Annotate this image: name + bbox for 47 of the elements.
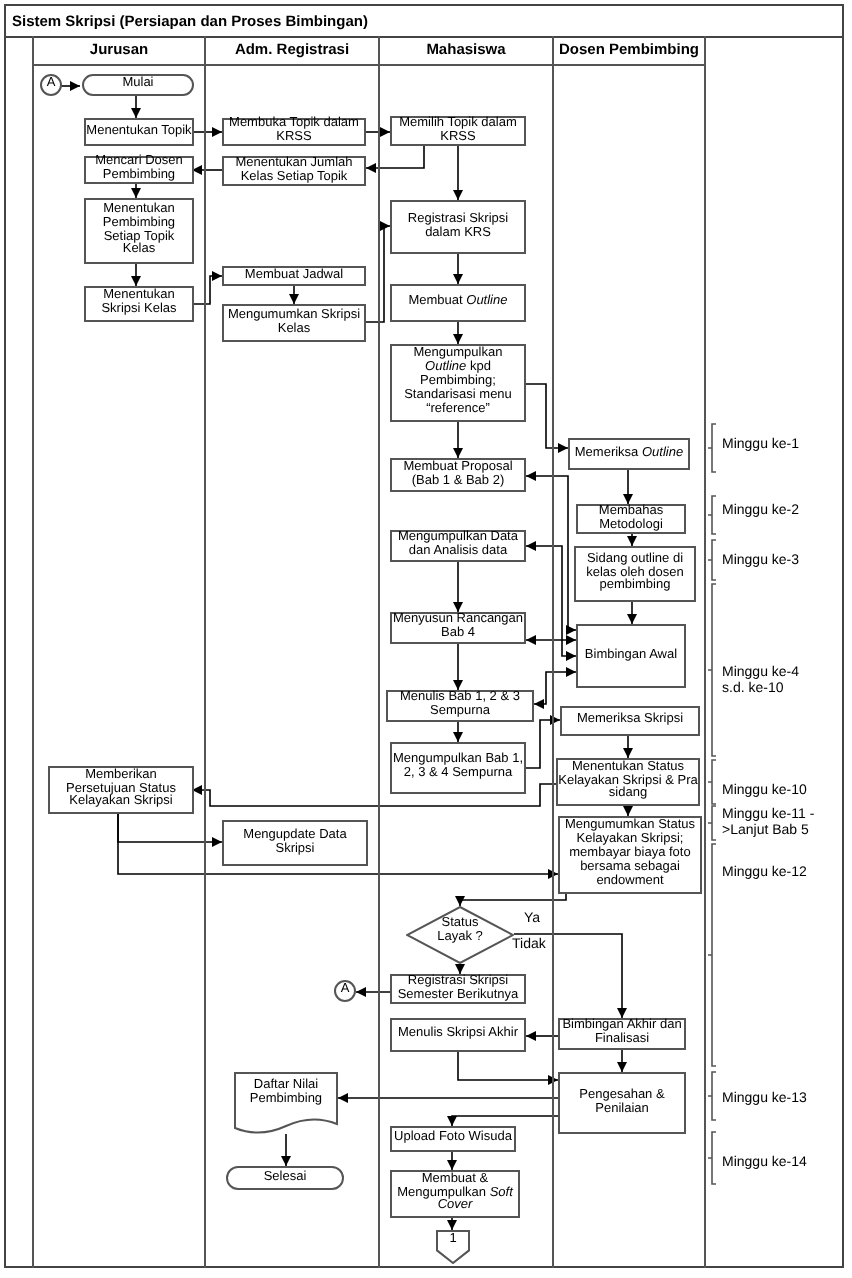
- arrow: [191, 271, 223, 305]
- arrow: [453, 145, 463, 201]
- arrow: [525, 715, 561, 769]
- arrow: [455, 963, 465, 975]
- arrow: [365, 127, 391, 137]
- arrow: [365, 145, 425, 173]
- arrow: [59, 81, 81, 91]
- swimlane: [554, 36, 706, 1268]
- arrow: [117, 813, 559, 879]
- arrow: [455, 893, 567, 907]
- arrow: [525, 635, 577, 645]
- arrow: [453, 421, 463, 459]
- arrow: [447, 1217, 457, 1231]
- arrow: [447, 1115, 559, 1127]
- arrow: [627, 601, 637, 625]
- arrow: [131, 95, 141, 119]
- arrow: [627, 533, 637, 547]
- arrow: [447, 1151, 457, 1171]
- arrow: [131, 263, 141, 287]
- arrow: [525, 1031, 559, 1041]
- arrow: [191, 783, 557, 807]
- arrow: [355, 987, 391, 997]
- swimlane: [206, 36, 380, 1268]
- swimlane: [32, 36, 206, 1268]
- arrow: [457, 1051, 559, 1085]
- swimlane: [380, 36, 554, 1268]
- arrow: [453, 643, 463, 691]
- arrow: [513, 933, 627, 1019]
- arrow: [525, 471, 577, 635]
- arrow: [191, 165, 223, 175]
- arrow: [617, 1049, 627, 1073]
- arrow: [289, 285, 299, 305]
- arrow: [337, 1093, 559, 1103]
- arrow: [191, 127, 223, 137]
- arrow: [623, 469, 633, 505]
- arrow: [453, 721, 463, 743]
- arrow: [453, 253, 463, 285]
- arrow: [623, 805, 633, 817]
- arrow: [453, 321, 463, 345]
- arrow: [453, 561, 463, 613]
- arrow: [281, 1133, 291, 1167]
- arrow: [525, 383, 569, 453]
- arrow: [525, 541, 577, 661]
- arrow: [533, 667, 577, 709]
- arrow: [131, 183, 141, 199]
- arrow: [365, 221, 391, 323]
- arrow: [623, 735, 633, 759]
